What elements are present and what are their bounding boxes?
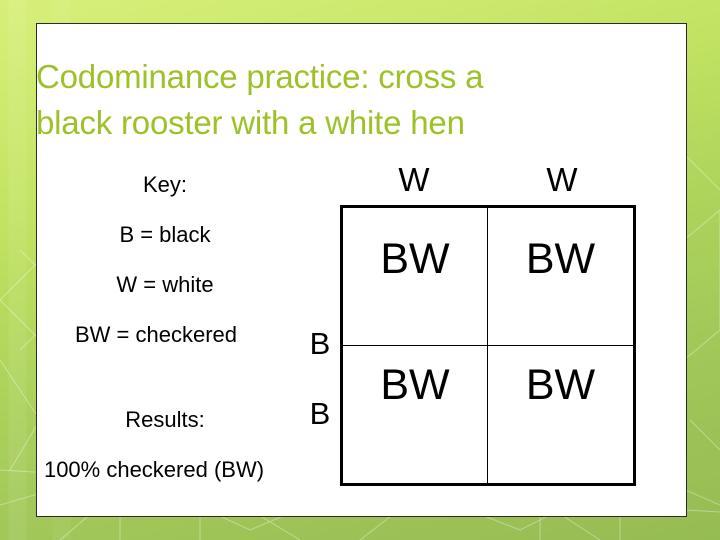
results-label: Results:: [125, 407, 205, 432]
punnett-cell-text: BW: [525, 360, 596, 409]
punnett-cell: BW: [488, 208, 633, 346]
punnett-row-label-1: B: [309, 396, 331, 431]
punnett-cell-text: BW: [380, 235, 450, 283]
punnett-square: W W B B BW BW BW BW: [310, 161, 636, 486]
key-entry-black: B = black: [119, 222, 211, 247]
punnett-column-label-1: W: [546, 161, 578, 198]
punnett-cell: BW: [343, 345, 488, 483]
results-value: 100% checkered (BW): [43, 457, 265, 482]
key-entry-checkered: BW = checkered: [74, 322, 237, 347]
punnett-cell: BW: [488, 346, 633, 484]
key-heading: Key:: [142, 172, 188, 197]
content-card: [36, 23, 687, 517]
punnett-cell-text: BW: [380, 360, 450, 409]
punnett-cell: BW: [343, 208, 488, 346]
punnett-cell-text: BW: [525, 235, 596, 283]
page-title: Codominance practice: cross a black roos…: [36, 58, 484, 142]
punnett-row-label-0: B: [309, 326, 331, 361]
key-entry-white: W = white: [116, 272, 214, 297]
punnett-grid: BW BW BW BW: [340, 205, 636, 486]
punnett-column-label-0: W: [398, 161, 430, 198]
